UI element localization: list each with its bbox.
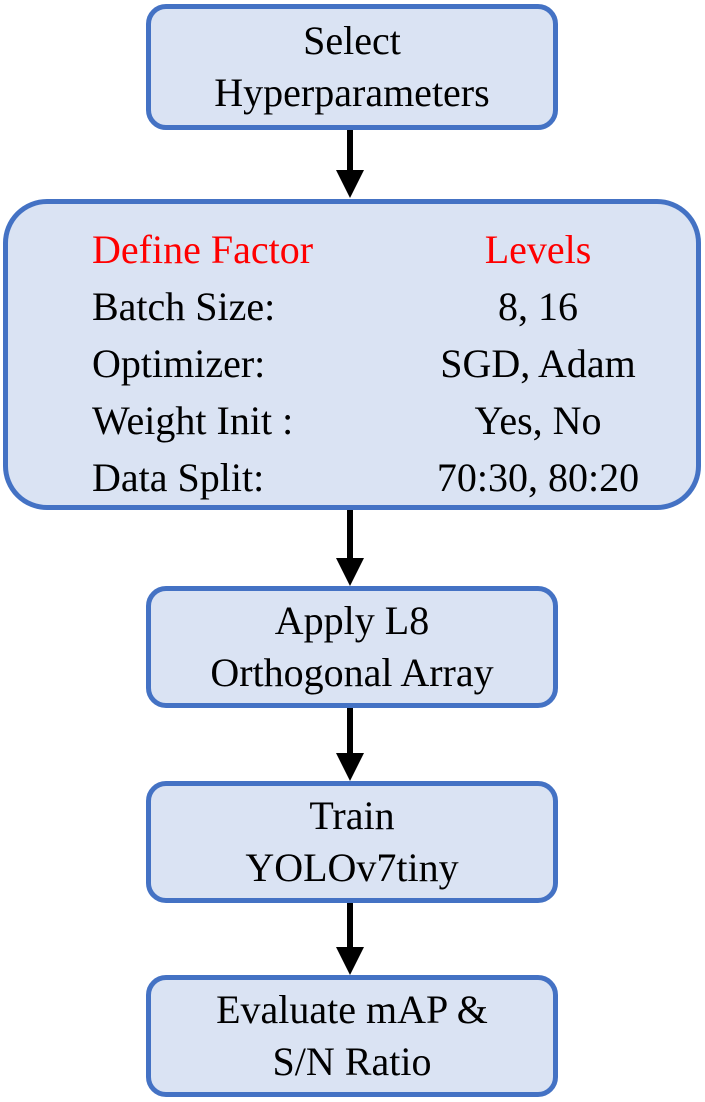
factor-levels: 8, 16 <box>498 284 578 329</box>
factor-levels: Yes, No <box>474 398 602 443</box>
header-factor: Define Factor <box>92 227 314 272</box>
factor-row-optimizer: Optimizer: SGD, Adam <box>8 337 696 391</box>
factor-name: Weight Init : <box>92 398 294 443</box>
arrow-select-to-define <box>336 130 364 198</box>
arrow-apply-to-train <box>336 708 364 781</box>
define-factor-levels-box: Define Factor Levels Batch Size: 8, 16 O… <box>3 199 701 510</box>
train-line-1: Train <box>309 793 395 838</box>
evaluate-metrics-box: Evaluate mAP & S/N Ratio <box>146 975 558 1097</box>
factor-levels: 70:30, 80:20 <box>436 455 640 500</box>
select-line-2: Hyperparameters <box>214 70 490 115</box>
evaluate-line-1: Evaluate mAP & <box>216 987 488 1032</box>
factor-row-weight-init: Weight Init : Yes, No <box>8 394 696 448</box>
factor-name: Batch Size: <box>92 284 276 329</box>
factor-name: Optimizer: <box>92 341 266 386</box>
apply-line-2: Orthogonal Array <box>210 650 494 695</box>
select-line-1: Select <box>303 18 401 63</box>
factor-levels: SGD, Adam <box>440 341 636 386</box>
factor-name: Data Split: <box>92 455 265 500</box>
apply-orthogonal-array-box: Apply L8 Orthogonal Array <box>146 586 558 708</box>
factor-table-header: Define Factor Levels <box>8 223 696 277</box>
train-line-2: YOLOv7tiny <box>245 845 459 890</box>
factor-row-data-split: Data Split: 70:30, 80:20 <box>8 451 696 505</box>
arrow-define-to-apply <box>336 510 364 586</box>
header-levels: Levels <box>484 227 592 272</box>
apply-line-1: Apply L8 <box>274 598 430 643</box>
factor-levels-table: Define Factor Levels Batch Size: 8, 16 O… <box>8 204 696 505</box>
evaluate-line-2: S/N Ratio <box>272 1039 432 1084</box>
factor-row-batch-size: Batch Size: 8, 16 <box>8 280 696 334</box>
select-hyperparameters-box: Select Hyperparameters <box>146 4 558 130</box>
train-model-box: Train YOLOv7tiny <box>146 781 558 903</box>
arrow-train-to-evaluate <box>336 903 364 975</box>
